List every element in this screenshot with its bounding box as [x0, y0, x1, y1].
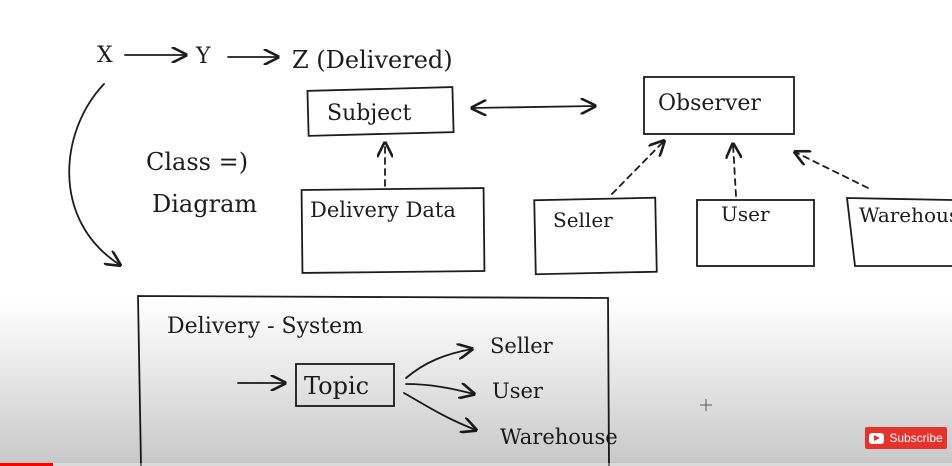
youtube-play-icon: [869, 432, 885, 444]
user-box: [696, 199, 815, 267]
user-label: User: [721, 202, 770, 226]
warehouse-box: [845, 197, 952, 267]
video-progress-bar[interactable]: [0, 463, 952, 466]
topic-box: [295, 363, 395, 407]
subject-label: Subject: [327, 101, 411, 126]
user-to-observer-arrow: [733, 144, 736, 197]
seller-to-observer-arrow: [611, 141, 664, 195]
side-label-line1: Class =): [146, 148, 248, 176]
topic-to-warehouse-arrow: [403, 392, 476, 430]
flow-y: Y: [195, 44, 211, 69]
warehouse-to-observer-arrow: [795, 152, 869, 189]
delivery-data-box: [300, 187, 486, 274]
flow-z: Z (Delivered): [292, 46, 453, 74]
observer-label: Observer: [658, 91, 761, 116]
subject-observer-arrow: [472, 106, 595, 108]
topic-to-user-arrow: [405, 384, 474, 394]
seller-box: [533, 196, 658, 276]
video-progress-fill: [0, 463, 53, 466]
target-warehouse-label: Warehouse: [500, 425, 618, 449]
flow-x: X: [97, 43, 113, 68]
target-seller-label: Seller: [490, 334, 554, 358]
subject-box: [306, 86, 455, 137]
delivery-system-box: [137, 295, 610, 466]
seller-label: Seller: [553, 208, 613, 232]
cursor-crosshair-icon: [700, 399, 712, 411]
topic-label: Topic: [304, 372, 369, 400]
curved-arrow: [68, 83, 120, 265]
subscribe-label: Subscribe: [889, 431, 943, 445]
system-title: Delivery - System: [167, 314, 363, 339]
delivery-data-label: Delivery Data: [310, 198, 456, 222]
target-user-label: User: [492, 379, 544, 403]
subscribe-button[interactable]: Subscribe: [865, 427, 947, 449]
observer-box: [643, 76, 795, 135]
side-label-line2: Diagram: [152, 190, 257, 218]
topic-to-seller-arrow: [405, 349, 472, 379]
warehouse-label: Warehouse: [859, 203, 952, 227]
